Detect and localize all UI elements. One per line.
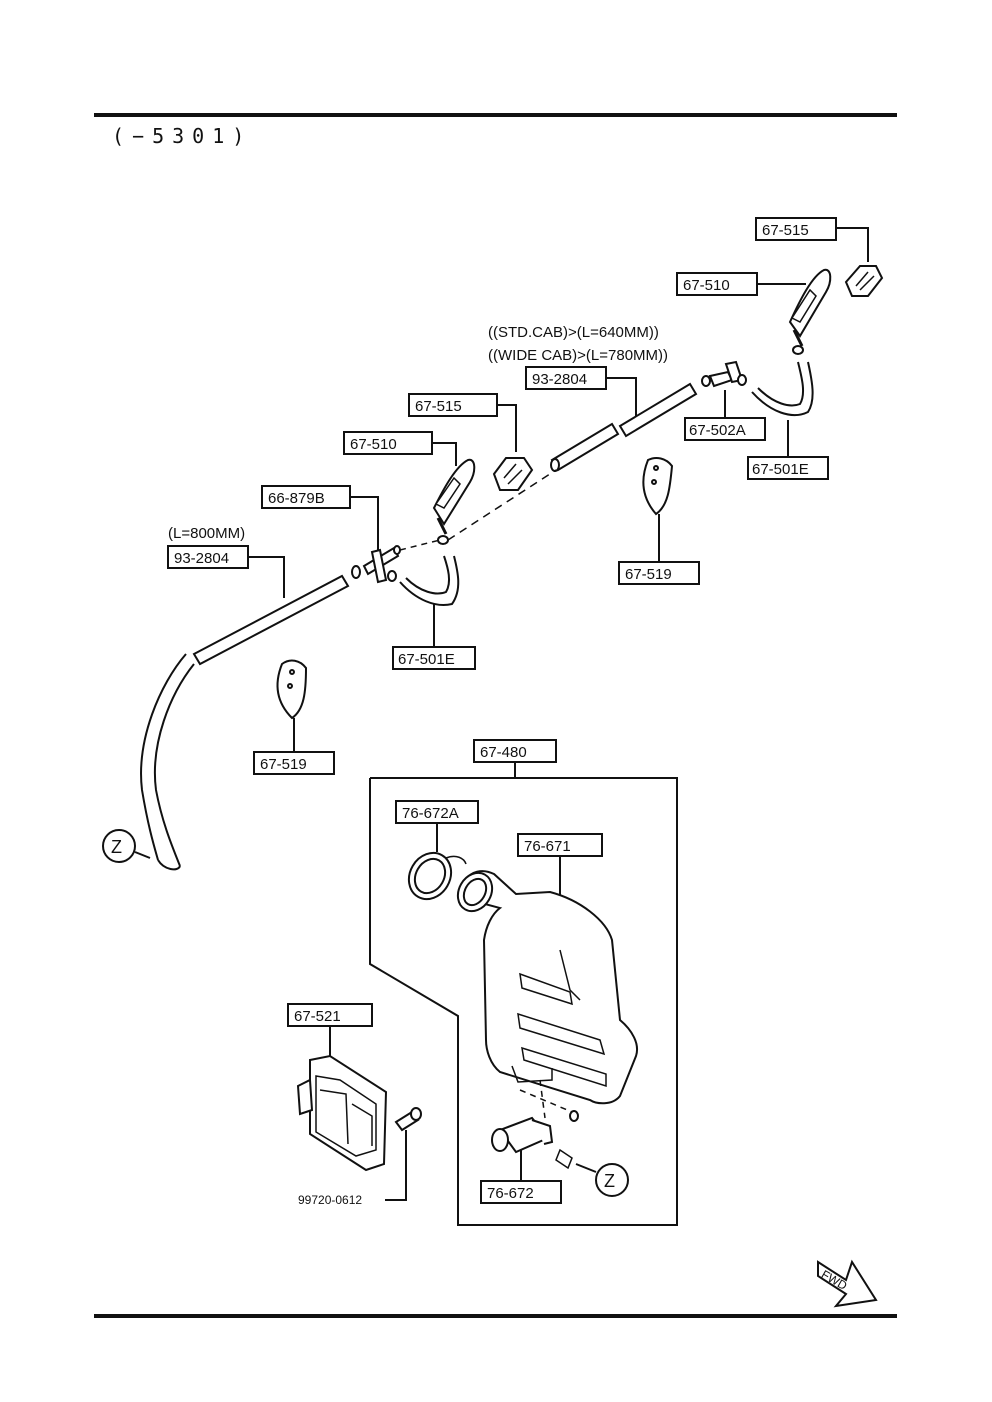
svg-text:67-480: 67-480	[480, 744, 527, 761]
hose-93-2804-left	[140, 574, 350, 871]
top-rule	[94, 113, 897, 117]
label-93-2804-top[interactable]: 93-2804	[525, 366, 607, 390]
svg-text:67-519: 67-519	[260, 756, 307, 773]
label-67-502A[interactable]: 67-502A	[684, 417, 766, 441]
svg-text:67-510: 67-510	[350, 436, 397, 453]
leader-z-left	[134, 851, 151, 859]
elbow-joint	[701, 360, 747, 388]
leader-67-515-mid	[497, 404, 517, 452]
washer-nozzle-mid	[432, 458, 476, 545]
svg-text:67-515: 67-515	[762, 222, 809, 239]
dashed-alignment-mid	[447, 469, 557, 541]
label-67-519-left[interactable]: 67-519	[253, 751, 335, 775]
dashed-alignment-tee	[399, 539, 441, 551]
svg-text:((STD.CAB)>(L=640MM)): ((STD.CAB)>(L=640MM))	[488, 324, 659, 341]
nozzle-clip-mid	[492, 457, 534, 491]
svg-text:93-2804: 93-2804	[174, 550, 229, 567]
leader-67-510-mid	[432, 442, 457, 466]
z-connector-left[interactable]: Z	[102, 829, 136, 863]
leader-93-2804-left	[248, 556, 285, 598]
label-76-672A[interactable]: 76-672A	[395, 800, 479, 824]
svg-text:Z: Z	[111, 837, 122, 857]
assembly-frame-67-480	[369, 777, 678, 1226]
svg-text:76-672: 76-672	[487, 1185, 534, 1202]
label-67-480[interactable]: 67-480	[473, 739, 557, 763]
fwd-arrow-icon: FWD	[817, 1259, 878, 1308]
bottom-rule	[94, 1314, 897, 1318]
hose-bracket-right	[642, 457, 674, 516]
label-67-501E-mid[interactable]: 67-501E	[392, 646, 476, 670]
svg-text:67-502A: 67-502A	[689, 422, 746, 439]
note-std-cab: ((STD.CAB)>(L=640MM))	[488, 324, 659, 341]
svg-text:((WIDE CAB)>(L=780MM)): ((WIDE CAB)>(L=780MM))	[488, 347, 668, 364]
leader-93-2804-top	[606, 377, 637, 416]
hose-67-501E-mid	[399, 555, 460, 606]
mounting-bolt	[394, 1107, 422, 1132]
svg-text:93-2804: 93-2804	[532, 371, 587, 388]
tee-joint	[351, 545, 401, 584]
label-67-510-top[interactable]: 67-510	[676, 272, 758, 296]
label-93-2804-left[interactable]: 93-2804	[167, 545, 249, 569]
washer-tank	[456, 870, 638, 1105]
label-67-501E-top[interactable]: 67-501E	[747, 456, 829, 480]
leader-67-515-top	[836, 227, 869, 262]
washer-nozzle-top	[788, 268, 832, 355]
label-67-510-mid[interactable]: 67-510	[343, 431, 433, 455]
dashed-alignment-pump	[519, 1089, 573, 1113]
note-l800: (L=800MM)	[168, 525, 245, 542]
note-wide-cab: ((WIDE CAB)>(L=780MM))	[488, 347, 668, 364]
svg-text:(L=800MM): (L=800MM)	[168, 525, 245, 542]
svg-text:66-879B: 66-879B	[268, 490, 325, 507]
label-67-519-right[interactable]: 67-519	[618, 561, 700, 585]
label-67-515-top[interactable]: 67-515	[755, 217, 837, 241]
washer-pump	[491, 1110, 579, 1170]
label-76-671[interactable]: 76-671	[517, 833, 603, 857]
svg-text:Z: Z	[604, 1171, 615, 1191]
range-code: (−5301)	[112, 124, 253, 148]
filler-cap	[407, 851, 467, 901]
hose-bracket-left	[276, 659, 308, 720]
svg-text:67-501E: 67-501E	[398, 651, 455, 668]
svg-text:99720-0612: 99720-0612	[298, 1193, 362, 1207]
svg-text:67-515: 67-515	[415, 398, 462, 415]
svg-text:67-510: 67-510	[683, 277, 730, 294]
svg-text:76-671: 76-671	[524, 838, 571, 855]
leader-z-right	[575, 1163, 597, 1173]
z-connector-right[interactable]: Z	[595, 1163, 629, 1197]
label-76-672[interactable]: 76-672	[480, 1180, 562, 1204]
svg-text:76-672A: 76-672A	[402, 805, 459, 822]
label-99720-0612[interactable]: 99720-0612	[298, 1193, 362, 1207]
label-66-879B[interactable]: 66-879B	[261, 485, 351, 509]
nozzle-clip-top	[844, 265, 884, 297]
hose-67-501E-top	[751, 361, 814, 417]
label-67-521[interactable]: 67-521	[287, 1003, 373, 1027]
label-67-515-mid[interactable]: 67-515	[408, 393, 498, 417]
svg-text:67-519: 67-519	[625, 566, 672, 583]
hose-93-2804-upper	[550, 382, 698, 472]
svg-text:67-521: 67-521	[294, 1008, 341, 1025]
leader-99720-0612	[385, 1130, 407, 1201]
washer-control-unit	[296, 1054, 388, 1172]
svg-text:67-501E: 67-501E	[752, 461, 809, 478]
leader-66-879B	[350, 496, 379, 552]
